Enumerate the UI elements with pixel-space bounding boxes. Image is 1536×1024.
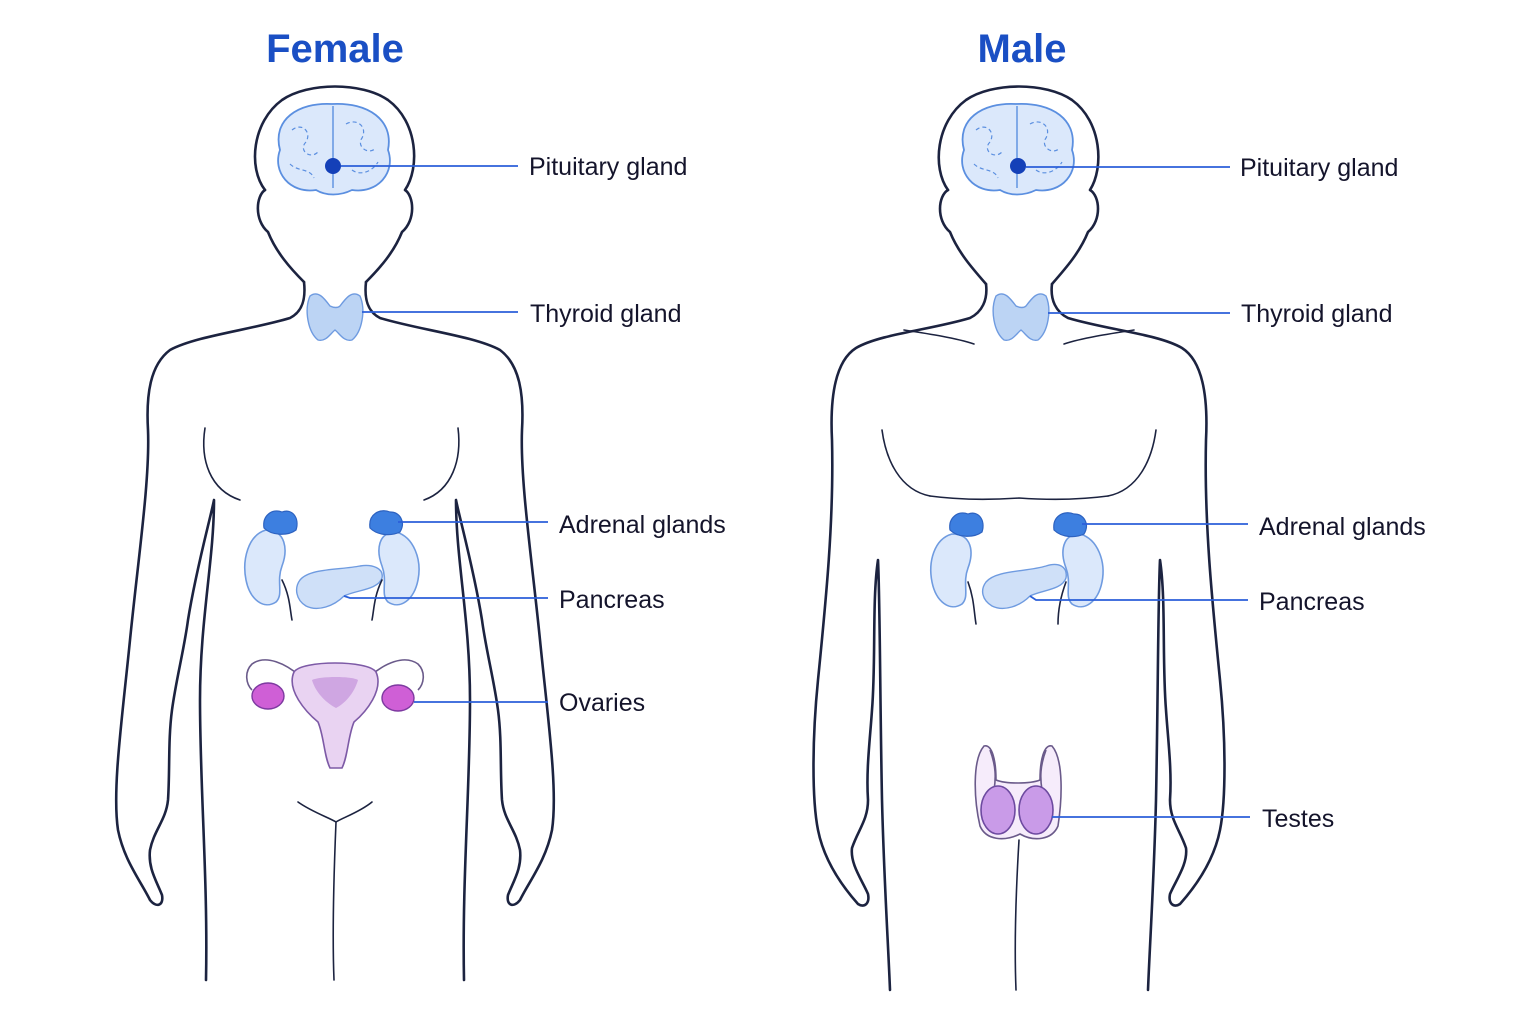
male-brain bbox=[961, 103, 1075, 196]
female-thyroid-label: Thyroid gland bbox=[530, 300, 681, 328]
female-brain-shape bbox=[277, 103, 391, 196]
male-adrenal-label: Adrenal glands bbox=[1259, 513, 1426, 541]
female-pancreas bbox=[295, 564, 383, 610]
male-chest-left bbox=[881, 429, 931, 497]
male-collar-left bbox=[903, 329, 975, 345]
male-thyroid-label: Thyroid gland bbox=[1241, 300, 1392, 328]
male-pituitary-gland bbox=[1010, 158, 1026, 174]
female-pituitary-gland bbox=[325, 158, 341, 174]
female-right-ovary bbox=[381, 684, 415, 712]
female-brain-fold-4 bbox=[351, 161, 379, 174]
female-pancreas-label: Pancreas bbox=[559, 586, 665, 614]
female-left-adrenal bbox=[263, 510, 298, 535]
female-thyroid-gland bbox=[306, 293, 364, 342]
female-waist-right bbox=[423, 427, 460, 501]
male-thyroid-gland bbox=[992, 293, 1050, 342]
male-right-adrenal bbox=[1053, 512, 1087, 538]
female-inner-leg bbox=[332, 821, 337, 981]
male-brain-fold-2 bbox=[1029, 121, 1061, 152]
male-inner-leg bbox=[1014, 839, 1020, 991]
female-brain-fold-2 bbox=[345, 121, 377, 152]
female-brain-fold-3 bbox=[289, 163, 315, 179]
female-waist-left bbox=[203, 427, 241, 501]
female-fallopian-left bbox=[245, 659, 301, 691]
male-left-adrenal bbox=[949, 512, 984, 537]
female-ovaries-label: Ovaries bbox=[559, 689, 645, 717]
male-ureter-right bbox=[1057, 581, 1067, 625]
female-brain bbox=[277, 103, 391, 196]
male-head-outline bbox=[937, 85, 1100, 286]
male-pancreas-label: Pancreas bbox=[1259, 588, 1365, 616]
male-right-kidney bbox=[1062, 533, 1104, 608]
female-ureter-left bbox=[281, 579, 293, 621]
male-brain-fold-1 bbox=[975, 126, 1003, 156]
female-title: Female bbox=[266, 27, 404, 71]
male-pancreas bbox=[981, 563, 1067, 610]
female-left-kidney bbox=[244, 529, 286, 606]
male-brain-fold-3 bbox=[973, 163, 999, 179]
male-testes-label: Testes bbox=[1262, 805, 1334, 833]
male-body-outline-right bbox=[1050, 282, 1226, 992]
male-pituitary-label: Pituitary gland bbox=[1240, 154, 1398, 182]
male-pancreas-leader bbox=[1029, 595, 1248, 601]
female-uterus bbox=[291, 662, 379, 769]
female-right-adrenal bbox=[369, 510, 403, 536]
male-collar-right bbox=[1063, 329, 1135, 345]
male-ureter-left bbox=[967, 581, 977, 625]
female-right-kidney bbox=[378, 531, 420, 606]
female-pancreas-leader bbox=[343, 595, 548, 599]
female-figure: Female bbox=[114, 27, 726, 982]
male-right-testis bbox=[1018, 785, 1054, 835]
male-body-outline bbox=[812, 282, 988, 992]
female-left-ovary bbox=[251, 682, 285, 710]
female-uterus-cavity bbox=[312, 677, 358, 708]
female-brain-fold-1 bbox=[291, 126, 319, 156]
female-fallopian-right bbox=[369, 659, 425, 691]
female-head-left bbox=[256, 188, 306, 284]
female-ureter-right bbox=[371, 579, 383, 621]
male-head-left bbox=[938, 188, 988, 286]
male-chest-line bbox=[929, 495, 1109, 501]
female-head-outline bbox=[253, 85, 416, 284]
female-adrenal-label: Adrenal glands bbox=[559, 511, 726, 539]
female-body-outline-right bbox=[364, 280, 556, 982]
male-title: Male bbox=[978, 27, 1067, 71]
male-brain-shape bbox=[961, 103, 1075, 196]
male-brain-fold-4 bbox=[1035, 161, 1063, 174]
female-body-outline bbox=[114, 280, 306, 982]
female-pituitary-label: Pituitary gland bbox=[529, 153, 687, 181]
male-left-kidney bbox=[930, 533, 972, 608]
male-left-testis bbox=[980, 785, 1016, 835]
male-chest-right bbox=[1107, 429, 1157, 497]
male-figure: Male bbox=[812, 27, 1426, 992]
female-crotch bbox=[297, 801, 373, 823]
